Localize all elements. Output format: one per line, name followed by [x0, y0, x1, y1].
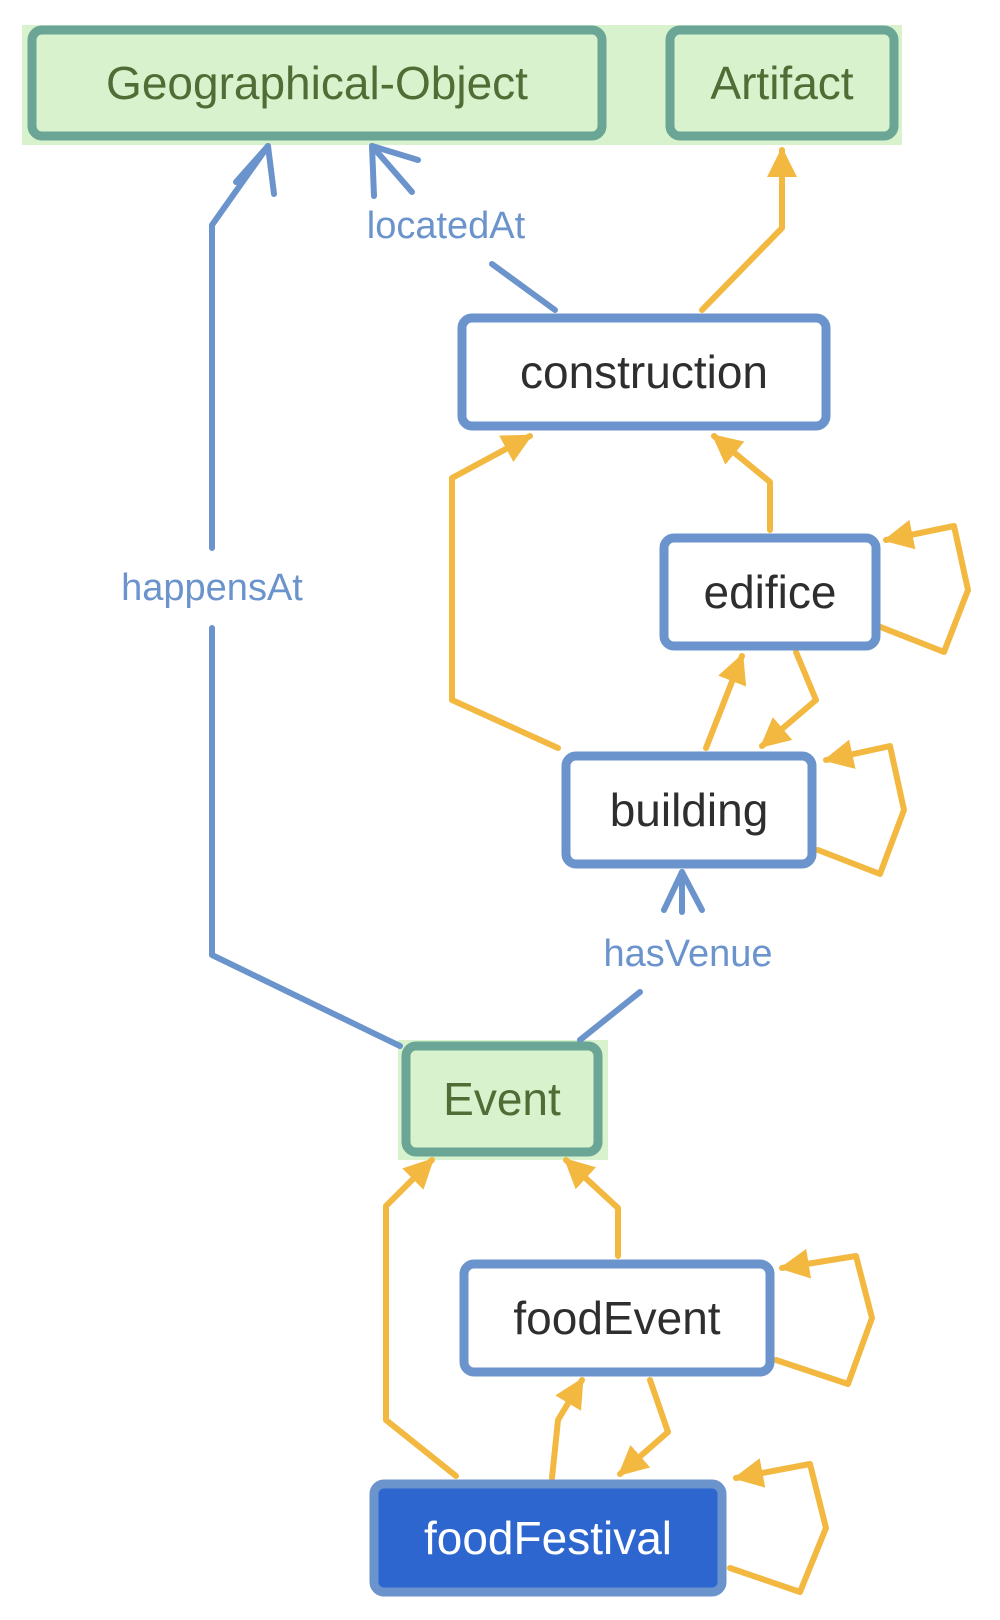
- node-label: foodFestival: [424, 1512, 672, 1564]
- edge-foodfestival-event: [383, 1157, 459, 1479]
- node-label: building: [610, 784, 769, 836]
- node-label: foodEvent: [513, 1292, 720, 1344]
- edge-located-at: [369, 143, 558, 313]
- edge-construction-artifact: [699, 147, 797, 313]
- subclass-edges: [383, 147, 971, 1595]
- node-label: Artifact: [710, 57, 853, 109]
- edge-edifice-construction: [711, 433, 773, 533]
- node-label: edifice: [704, 566, 837, 618]
- node-event[interactable]: Event: [401, 1041, 603, 1157]
- edge-happens-at: [209, 143, 403, 1049]
- node-food-festival[interactable]: foodFestival: [369, 1479, 727, 1597]
- edge-foodevent-self: [773, 1248, 875, 1387]
- node-label: Event: [443, 1073, 561, 1125]
- edge-label-located-at: locatedAt: [367, 205, 526, 247]
- edge-foodfestival-foodevent: [549, 1377, 585, 1481]
- node-edifice[interactable]: edifice: [659, 533, 881, 651]
- edge-foodevent-event: [563, 1157, 621, 1259]
- edge-building-edifice: [703, 653, 747, 751]
- edge-has-venue: [577, 869, 705, 1043]
- node-food-event[interactable]: foodEvent: [459, 1259, 775, 1377]
- node-label: Geographical-Object: [106, 57, 528, 109]
- node-geographical-object[interactable]: Geographical-Object: [27, 25, 607, 141]
- node-label: construction: [520, 346, 768, 398]
- edge-label-has-venue: hasVenue: [603, 933, 772, 975]
- edge-edifice-building: [759, 649, 819, 749]
- edge-building-self: [815, 739, 907, 877]
- edge-foodfestival-self: [727, 1458, 829, 1595]
- edge-edifice-self: [875, 519, 971, 655]
- edge-building-construction: [449, 433, 561, 751]
- node-building[interactable]: building: [561, 751, 817, 869]
- node-construction[interactable]: construction: [457, 313, 831, 431]
- node-artifact[interactable]: Artifact: [665, 25, 899, 141]
- edge-foodevent-foodfestival: [617, 1377, 671, 1477]
- edge-label-happens-at: happensAt: [121, 567, 303, 609]
